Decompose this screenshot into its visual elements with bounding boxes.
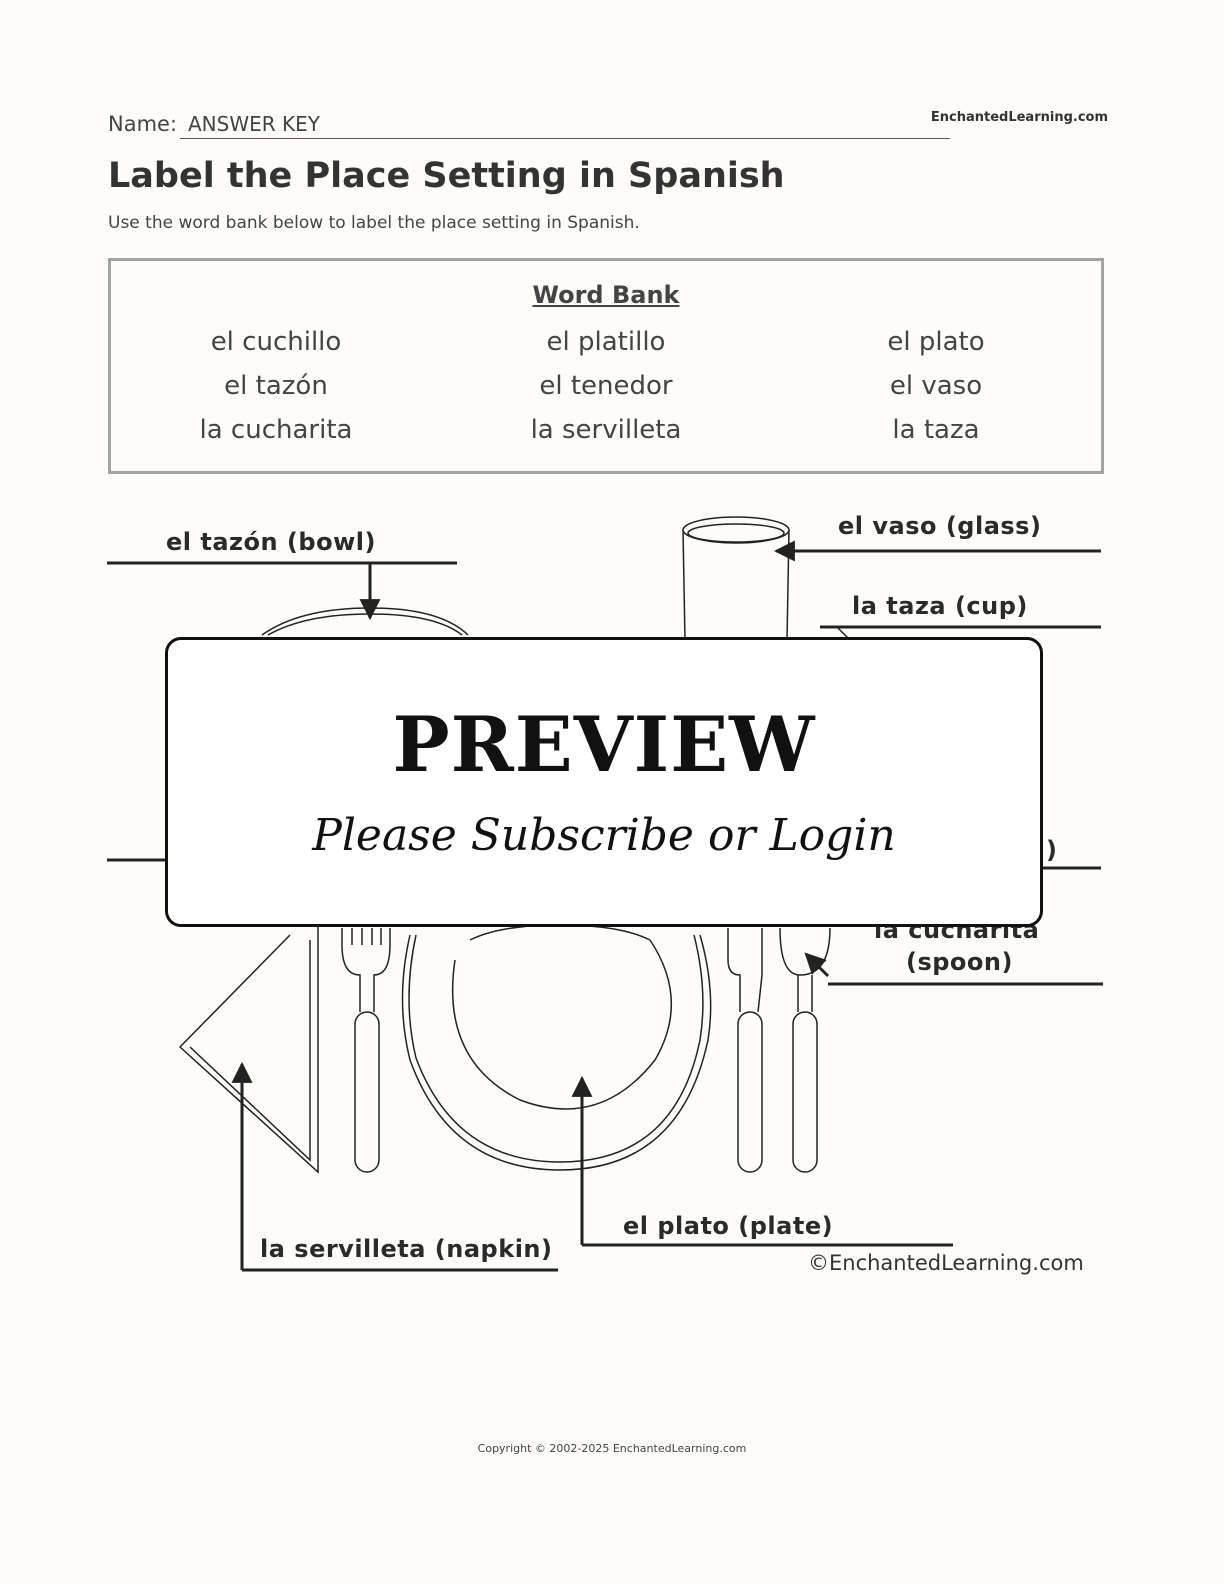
word-bank-item: el plato bbox=[887, 327, 985, 357]
header-row: Name: ANSWER KEY EnchantedLearning.com bbox=[108, 108, 1108, 142]
preview-title: PREVIEW bbox=[392, 700, 816, 789]
word-bank-item: el tazón bbox=[224, 371, 328, 401]
word-bank-item: el platillo bbox=[546, 327, 666, 357]
glass-drawing bbox=[682, 516, 790, 641]
word-bank-row: el cuchillo el platillo el plato bbox=[111, 327, 1101, 371]
page-title: Label the Place Setting in Spanish bbox=[108, 156, 785, 196]
word-bank-item: la taza bbox=[892, 415, 980, 445]
diagram-copyright: ©EnchantedLearning.com bbox=[808, 1251, 1084, 1275]
word-bank-row: la cucharita la servilleta la taza bbox=[111, 415, 1101, 459]
napkin-drawing bbox=[178, 925, 319, 1174]
label-napkin: la servilleta (napkin) bbox=[260, 1235, 553, 1263]
word-bank-item: la cucharita bbox=[199, 415, 353, 445]
plate-drawing bbox=[401, 924, 712, 1171]
name-label: Name: bbox=[108, 112, 178, 136]
label-plate: el plato (plate) bbox=[623, 1212, 834, 1240]
brand-logo-text: EnchantedLearning.com bbox=[930, 110, 1108, 125]
word-bank-item: el cuchillo bbox=[210, 327, 342, 357]
label-glass: el vaso (glass) bbox=[838, 512, 1042, 540]
word-bank-title: Word Bank bbox=[532, 281, 680, 309]
word-bank-row: el tazón el tenedor el vaso bbox=[111, 371, 1101, 415]
word-bank-item: el tenedor bbox=[539, 371, 673, 401]
spoon-arrow bbox=[804, 952, 830, 978]
label-cup: la taza (cup) bbox=[852, 592, 1028, 620]
label-bowl: el tazón (bowl) bbox=[166, 528, 376, 556]
name-field[interactable]: ANSWER KEY bbox=[180, 108, 950, 139]
subscribe-login-prompt[interactable]: Please Subscribe or Login bbox=[312, 810, 896, 861]
word-bank-item: la servilleta bbox=[530, 415, 682, 445]
fork-drawing bbox=[341, 928, 391, 1173]
word-bank: Word Bank el cuchillo el platillo el pla… bbox=[108, 258, 1104, 474]
bowl-drawing bbox=[261, 607, 469, 636]
label-spoon-english: (spoon) bbox=[906, 948, 1013, 976]
label-hidden-partial: ) bbox=[1046, 836, 1058, 864]
name-value: ANSWER KEY bbox=[188, 112, 320, 136]
footer-copyright: Copyright © 2002-2025 EnchantedLearning.… bbox=[477, 1442, 747, 1455]
knife-drawing bbox=[727, 928, 763, 1173]
preview-overlay[interactable]: PREVIEW Please Subscribe or Login bbox=[165, 637, 1043, 927]
place-setting-drawing bbox=[107, 516, 1103, 1272]
instructions: Use the word bank below to label the pla… bbox=[108, 213, 640, 233]
word-bank-item: el vaso bbox=[889, 371, 983, 401]
word-bank-grid: el cuchillo el platillo el plato el tazó… bbox=[111, 327, 1101, 459]
spoon-drawing bbox=[779, 927, 831, 1173]
